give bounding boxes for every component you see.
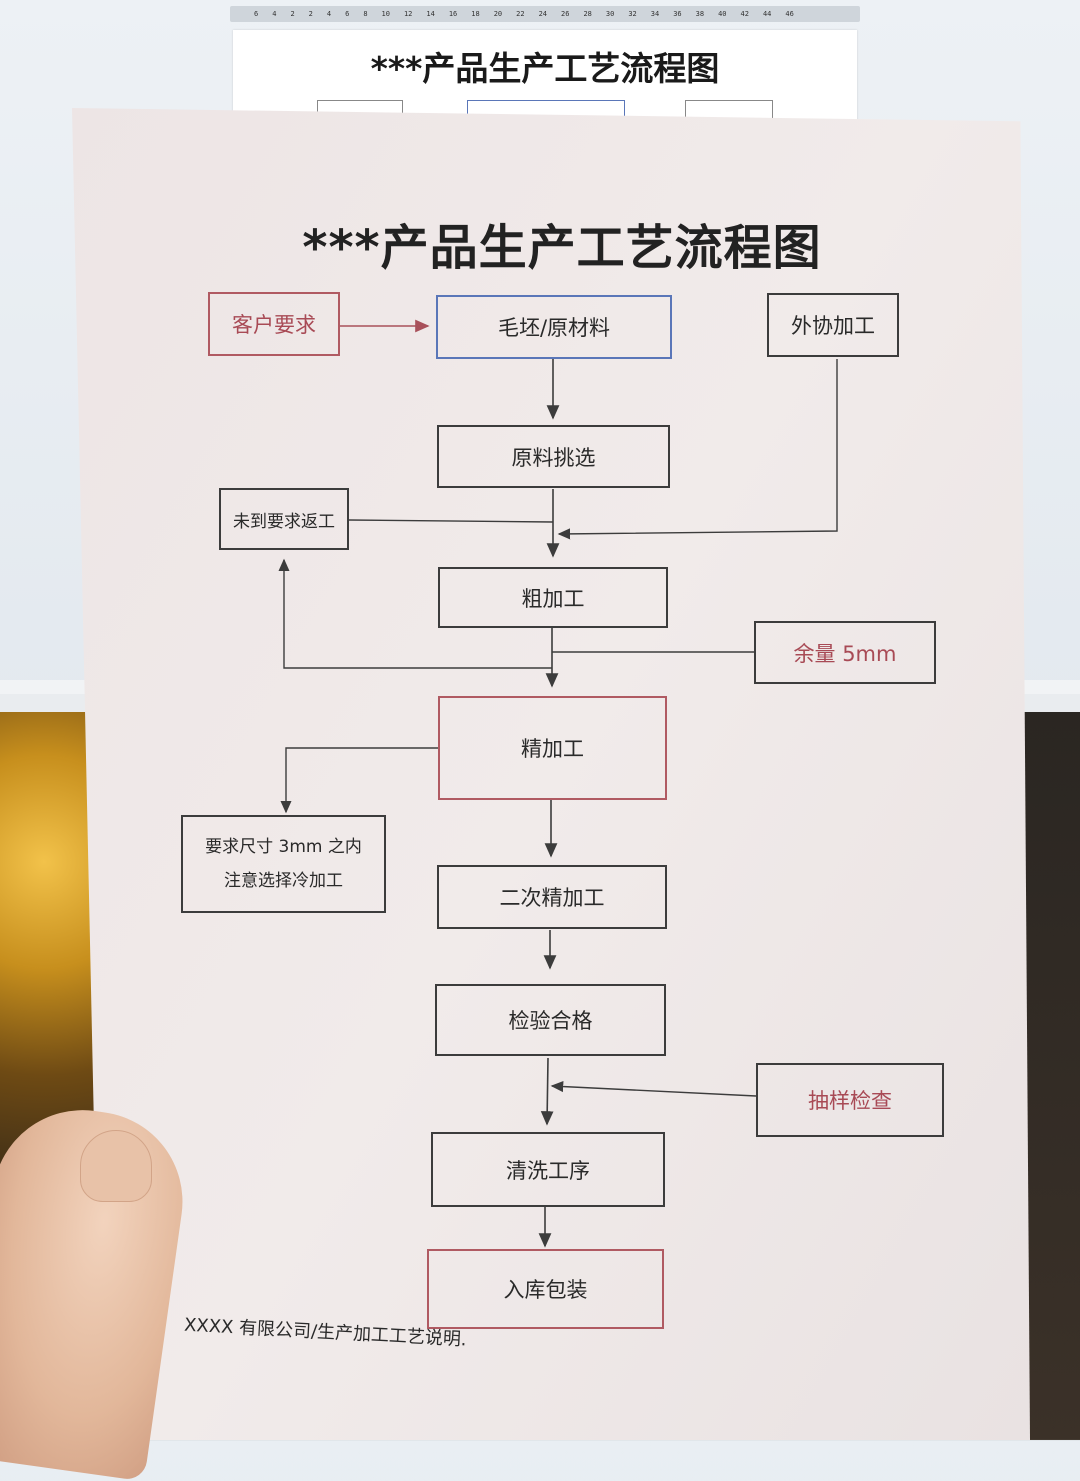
node-label: 客户要求 bbox=[232, 313, 316, 337]
screen-document-title: ***产品生产工艺流程图 bbox=[370, 49, 720, 88]
node-label: 二次精加工 bbox=[499, 886, 605, 910]
node-secondary-finish-machining: 二次精加工 bbox=[437, 865, 667, 929]
node-rough-machining: 粗加工 bbox=[438, 567, 668, 628]
ruler-tick: 44 bbox=[762, 10, 772, 18]
size-requirement-line-2: 注意选择冷加工 bbox=[224, 871, 343, 891]
ruler-tick: 18 bbox=[471, 10, 480, 18]
ruler-tick: 36 bbox=[673, 10, 682, 18]
ruler-tick: 14 bbox=[426, 10, 435, 18]
flowchart-title: ***产品生产工艺流程图 bbox=[302, 220, 822, 276]
node-label: 入库包装 bbox=[503, 1278, 588, 1302]
ruler-tick: 20 bbox=[493, 10, 503, 18]
ruler-tick: 34 bbox=[650, 10, 660, 18]
ruler-tick: 42 bbox=[740, 10, 749, 18]
node-label: 粗加工 bbox=[521, 586, 585, 611]
ruler-tick: 8 bbox=[363, 10, 368, 18]
thumb-nail bbox=[80, 1130, 152, 1202]
ruler-tick: 16 bbox=[448, 10, 458, 18]
line-rework-to-main bbox=[348, 519, 554, 523]
screen-document-page: ***产品生产工艺流程图 bbox=[233, 30, 857, 131]
ruler-tick: 26 bbox=[561, 10, 570, 18]
ruler-tick: 38 bbox=[695, 10, 705, 18]
ruler-tick: 40 bbox=[718, 10, 727, 18]
node-outsourced-processing: 外协加工 bbox=[767, 293, 899, 357]
node-finish-machining: 精加工 bbox=[438, 696, 667, 800]
ruler-tick: 32 bbox=[628, 10, 637, 18]
node-rework-if-not-met: 未到要求返工 bbox=[219, 488, 349, 550]
node-customer-requirement: 客户要求 bbox=[208, 292, 340, 356]
ruler-tick: 12 bbox=[403, 10, 413, 18]
node-label: 检验合格 bbox=[508, 1009, 593, 1033]
screen-flow-box bbox=[685, 100, 773, 131]
ruler-tick: 24 bbox=[538, 10, 548, 18]
node-warehousing-packaging: 入库包装 bbox=[427, 1249, 664, 1329]
ruler-tick: 22 bbox=[516, 10, 525, 18]
node-blank-raw-material: 毛坯/原材料 bbox=[436, 295, 672, 359]
ruler-tick: 10 bbox=[381, 10, 390, 18]
node-label: 未到要求返工 bbox=[233, 511, 335, 532]
ruler-tick: 28 bbox=[583, 10, 592, 18]
node-label: 毛坯/原材料 bbox=[497, 316, 611, 340]
ruler-tick: 30 bbox=[605, 10, 615, 18]
arrow-sampling-to-main bbox=[550, 1080, 757, 1097]
node-size-requirement: 要求尺寸 3mm 之内 注意选择冷加工 bbox=[181, 815, 386, 913]
ruler-tick: 2 bbox=[290, 10, 295, 18]
arrow-finish-to-size-note bbox=[280, 747, 440, 814]
node-label: 抽样检查 bbox=[808, 1089, 892, 1113]
flow-connectors bbox=[278, 319, 838, 1248]
node-sampling-inspection: 抽样检查 bbox=[756, 1063, 944, 1137]
ruler-tick: 4 bbox=[272, 10, 277, 18]
ruler-tick: 46 bbox=[785, 10, 794, 18]
ruler-tick: 6 bbox=[345, 10, 350, 18]
node-label: 精加工 bbox=[521, 737, 584, 761]
node-allowance: 余量 5mm bbox=[754, 621, 936, 684]
node-cleaning-process: 清洗工序 bbox=[431, 1132, 665, 1207]
node-label: 清洗工序 bbox=[506, 1158, 590, 1183]
arrow-inspection-to-cleaning bbox=[540, 1057, 554, 1126]
ruler-tick: 6 bbox=[254, 10, 259, 18]
printed-flowchart-paper: ***产品生产工艺流程图 客户要求 毛坯/原材料 外协加工 原料挑选 未到要求返… bbox=[72, 108, 1030, 1440]
node-label: 余量 5mm bbox=[793, 641, 897, 666]
arrow-main-to-rework bbox=[278, 558, 552, 669]
ruler-tick: 4 bbox=[326, 10, 332, 18]
ruler-tick: 2 bbox=[308, 10, 313, 18]
node-raw-material-selection: 原料挑选 bbox=[437, 425, 670, 488]
node-inspection-passed: 检验合格 bbox=[435, 984, 666, 1056]
size-requirement-line-1: 要求尺寸 3mm 之内 bbox=[205, 837, 362, 857]
arrow-outsourced-to-main bbox=[557, 359, 838, 540]
node-label: 原料挑选 bbox=[511, 445, 596, 470]
node-label: 外协加工 bbox=[791, 314, 875, 338]
